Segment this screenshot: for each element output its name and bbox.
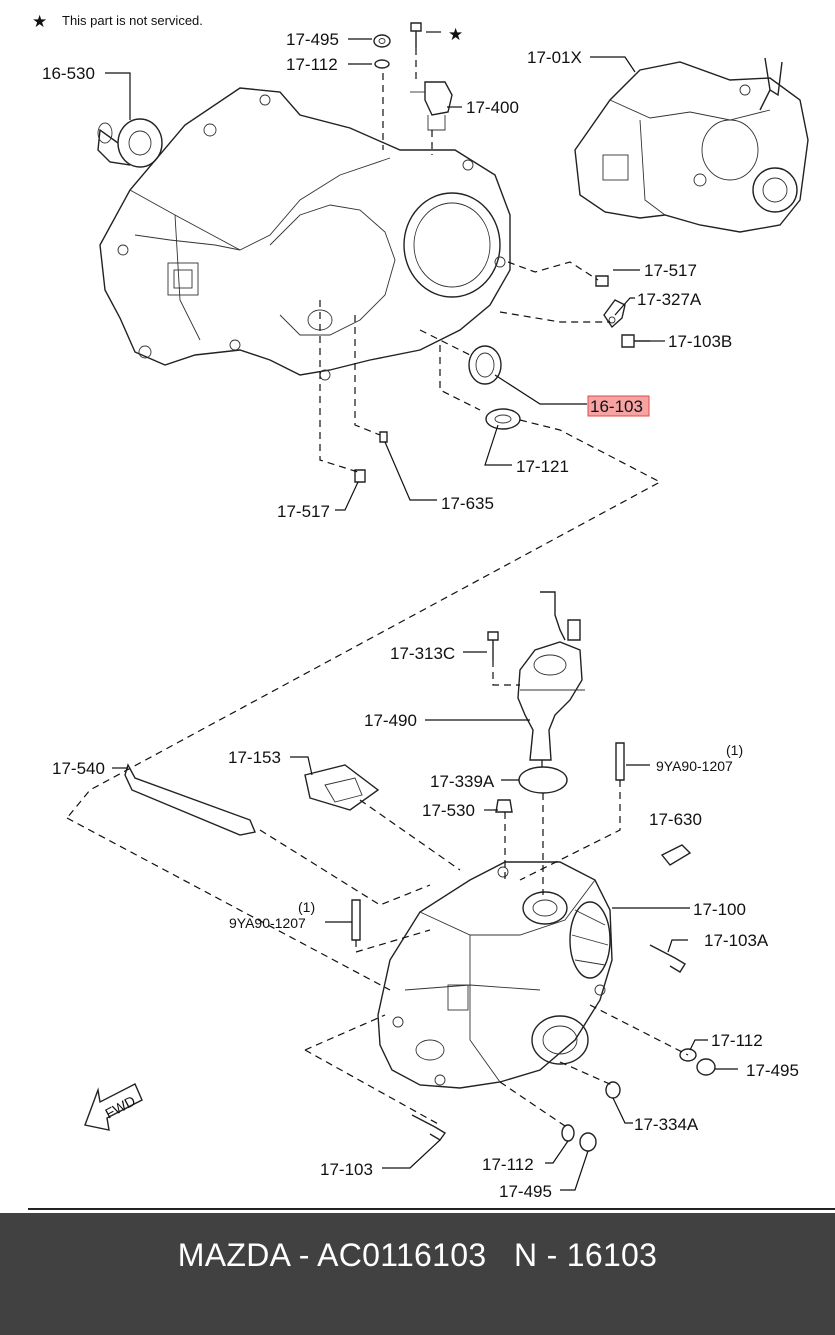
label-17-495-top: 17-495 <box>286 30 339 49</box>
washer-17-112-bottom-drawing <box>561 1124 575 1142</box>
switch-17-630-drawing <box>660 844 692 866</box>
seal-17-334a-drawing <box>605 1081 621 1099</box>
label-17-103: 17-103 <box>320 1160 373 1179</box>
label-17-495-bottom: 17-495 <box>499 1182 552 1201</box>
label-17-495-right: 17-495 <box>746 1061 799 1080</box>
star-icon: ★ <box>32 12 47 31</box>
bolt-17-313c-drawing <box>487 631 499 660</box>
fwd-arrow-icon <box>84 1083 143 1131</box>
transmission-assembly-drawing <box>574 57 809 233</box>
highlight-box <box>587 395 650 417</box>
label-17-153: 17-153 <box>228 748 281 767</box>
label-17-121: 17-121 <box>516 457 569 476</box>
dowel-pins-drawing <box>354 431 388 483</box>
fwd-label: FWD <box>102 1092 138 1121</box>
label-17-630: 17-630 <box>649 810 702 829</box>
label-9ya90-left-qty: (1) <box>298 899 315 915</box>
label-17-327a: 17-327A <box>637 290 702 309</box>
lower-leader-lines <box>66 651 738 1191</box>
bolt-17-103a-drawing <box>649 944 686 973</box>
label-9ya90-right: 9YA90-1207 <box>656 758 733 774</box>
star-bolt-icon: ★ <box>448 25 463 44</box>
transmission-case-drawing <box>377 861 613 1089</box>
bracket-17-153-drawing <box>304 764 380 811</box>
shift-unit-drawing <box>517 591 585 761</box>
upper-leader-lines <box>66 31 665 819</box>
label-17-400: 17-400 <box>466 98 519 117</box>
washer-17-112-right-drawing <box>679 1048 697 1062</box>
label-17-112-right: 17-112 <box>711 1031 763 1050</box>
release-bearing-drawing <box>97 118 163 168</box>
label-17-530: 17-530 <box>422 801 475 820</box>
label-17-103b: 17-103B <box>668 332 732 351</box>
seal-17-121-drawing <box>485 408 521 430</box>
part-number-footer: MAZDA - AC0116103 N - 16103 <box>0 1213 835 1335</box>
oil-seal-drawing <box>468 345 502 385</box>
label-17-339a: 17-339A <box>430 772 495 791</box>
label-17-540: 17-540 <box>52 759 105 778</box>
shield-17-540-drawing <box>124 763 256 836</box>
clutch-housing-drawing <box>99 87 511 381</box>
stud-right-drawing <box>615 742 625 781</box>
part-number-text: MAZDA - AC0116103 N - 16103 <box>177 1237 658 1273</box>
label-9ya90-right-qty: (1) <box>726 742 743 758</box>
label-17-635: 17-635 <box>441 494 494 513</box>
top-small-parts-drawing <box>373 22 453 131</box>
label-17-112-bottom: 17-112 <box>482 1155 534 1174</box>
label-17-313c: 17-313C <box>390 644 455 663</box>
label-17-517-right: 17-517 <box>644 261 697 280</box>
label-17-490: 17-490 <box>364 711 417 730</box>
plug-17-495-right-drawing <box>696 1058 716 1076</box>
exploded-parts-diagram: ★ This part is not serviced. <box>32 12 809 1201</box>
label-17-334a: 17-334A <box>634 1115 699 1134</box>
plug-17-495-bottom-drawing <box>579 1132 597 1152</box>
o-ring-17-339a-drawing <box>518 766 568 794</box>
label-17-100: 17-100 <box>693 900 746 919</box>
stud-left-drawing <box>351 899 361 941</box>
diagram-bottom-rule <box>28 1208 835 1210</box>
bolt-17-103-drawing <box>411 1114 447 1141</box>
bracket-parts-drawing <box>595 275 650 348</box>
label-16-530: 16-530 <box>42 64 95 83</box>
not-serviced-note: This part is not serviced. <box>62 13 203 28</box>
label-9ya90-left: 9YA90-1207 <box>229 915 306 931</box>
label-17-112-top: 17-112 <box>286 55 338 74</box>
label-17-517-left: 17-517 <box>277 502 330 521</box>
plug-17-530-drawing <box>495 799 513 813</box>
label-16-103-highlighted: 16-103 <box>590 397 643 416</box>
label-17-103a: 17-103A <box>704 931 769 950</box>
label-17-01x: 17-01X <box>527 48 582 67</box>
